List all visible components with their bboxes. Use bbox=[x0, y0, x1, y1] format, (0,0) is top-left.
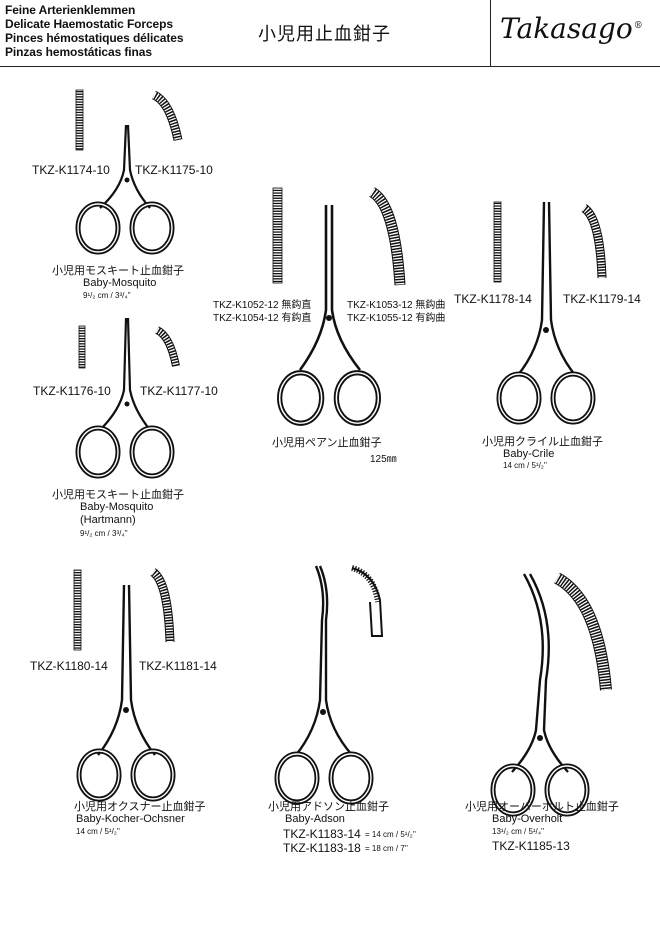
size-overholt: 13¹/₂ cm / 5¹/₄'' bbox=[492, 827, 545, 836]
name-jp-pean: 小児用ペアン止血鉗子 bbox=[272, 436, 382, 449]
jaw-straight-icon bbox=[75, 89, 84, 151]
kocher-ochsner-drawing bbox=[73, 568, 175, 799]
code-crile-straight: TKZ-K1178-14 bbox=[454, 292, 532, 306]
jaw-straight-icon bbox=[73, 569, 82, 651]
jaw-curved-icon bbox=[150, 568, 175, 643]
name-jp-mosquito: 小児用モスキート止血鉗子 bbox=[52, 264, 184, 277]
code-kocher-curved: TKZ-K1181-14 bbox=[139, 659, 217, 673]
name-jp-kocher: 小児用オクスナー止血鉗子 bbox=[74, 800, 206, 813]
title-de: Feine Arterienklemmen bbox=[5, 3, 136, 17]
overholt-forceps-drawing bbox=[493, 572, 612, 814]
code-pean-2: TKZ-K1054-12 有鈎直 bbox=[213, 313, 312, 324]
size-mosquito: 9¹/₂ cm / 3³/₄'' bbox=[83, 291, 131, 300]
title-es: Pinzas hemostáticas finas bbox=[5, 45, 152, 59]
registered-mark: ® bbox=[633, 20, 643, 31]
code-pean-1: TKZ-K1052-12 無鈎直 bbox=[213, 300, 312, 311]
jaw-straight-icon bbox=[493, 201, 502, 283]
size-crile: 14 cm / 5¹/₂'' bbox=[503, 461, 547, 470]
name-en-hartmann: Baby-Mosquito bbox=[80, 501, 154, 513]
mosquito-hartmann-drawing bbox=[78, 317, 180, 476]
code-pean-4: TKZ-K1055-12 有鈎曲 bbox=[347, 313, 446, 324]
code-mosquito-straight: TKZ-K1174-10 bbox=[32, 163, 110, 177]
name-en-overholt: Baby-Overholt bbox=[492, 813, 563, 825]
adson-forceps-drawing bbox=[277, 565, 384, 802]
title-fr: Pinces hémostatiques délicates bbox=[5, 31, 184, 45]
name-en-crile: Baby-Crile bbox=[503, 448, 555, 460]
pean-forceps-drawing bbox=[272, 187, 406, 423]
jaw-straight-icon bbox=[272, 187, 283, 284]
size-hartmann: 9¹/₂ cm / 3³/₄'' bbox=[80, 529, 128, 538]
size-pean: 125㎜ bbox=[370, 454, 397, 465]
name-en-adson: Baby-Adson bbox=[285, 813, 345, 825]
code-overholt: TKZ-K1185-13 bbox=[492, 839, 570, 853]
jaw-straight-icon bbox=[78, 325, 86, 369]
code-crile-curved: TKZ-K1179-14 bbox=[563, 292, 641, 306]
brand-name: Takasago bbox=[500, 12, 633, 45]
name-en-kocher: Baby-Kocher-Ochsner bbox=[76, 813, 185, 825]
code-adson-14: TKZ-K1183-14 bbox=[283, 827, 361, 841]
code-hartmann-curved: TKZ-K1177-10 bbox=[140, 384, 218, 398]
name-en2-hartmann: (Hartmann) bbox=[80, 514, 136, 526]
code-pean-3: TKZ-K1053-12 無鈎曲 bbox=[347, 300, 446, 311]
name-jp-hartmann: 小児用モスキート止血鉗子 bbox=[52, 488, 184, 501]
name-jp-adson: 小児用アドソン止血鉗子 bbox=[268, 800, 389, 813]
name-en-mosquito: Baby-Mosquito bbox=[83, 277, 157, 289]
size-adson-18: = 18 cm / 7'' bbox=[365, 844, 408, 853]
mosquito-forceps-drawing bbox=[75, 89, 183, 252]
header-titles: Feine Arterienklemmen Delicate Haemostat… bbox=[5, 3, 184, 59]
name-jp-crile: 小児用クライル止血鉗子 bbox=[482, 435, 603, 448]
header-divider bbox=[490, 0, 491, 66]
jaw-curved-icon bbox=[553, 572, 612, 691]
title-en: Delicate Haemostatic Forceps bbox=[5, 17, 173, 31]
code-hartmann-straight: TKZ-K1176-10 bbox=[33, 384, 111, 398]
brand-logo: Takasago® bbox=[500, 12, 643, 45]
size-adson-14: = 14 cm / 5¹/₂'' bbox=[365, 830, 416, 839]
title-jp: 小児用止血鉗子 bbox=[258, 24, 391, 45]
code-mosquito-curved: TKZ-K1175-10 bbox=[135, 163, 213, 177]
code-kocher-straight: TKZ-K1180-14 bbox=[30, 659, 108, 673]
size-kocher: 14 cm / 5¹/₂'' bbox=[76, 827, 120, 836]
name-jp-overholt: 小児用オーバーホルト止血鉗子 bbox=[465, 800, 619, 813]
header-rule bbox=[0, 66, 660, 67]
crile-forceps-drawing bbox=[493, 201, 607, 422]
code-adson-18: TKZ-K1183-18 bbox=[283, 841, 361, 855]
